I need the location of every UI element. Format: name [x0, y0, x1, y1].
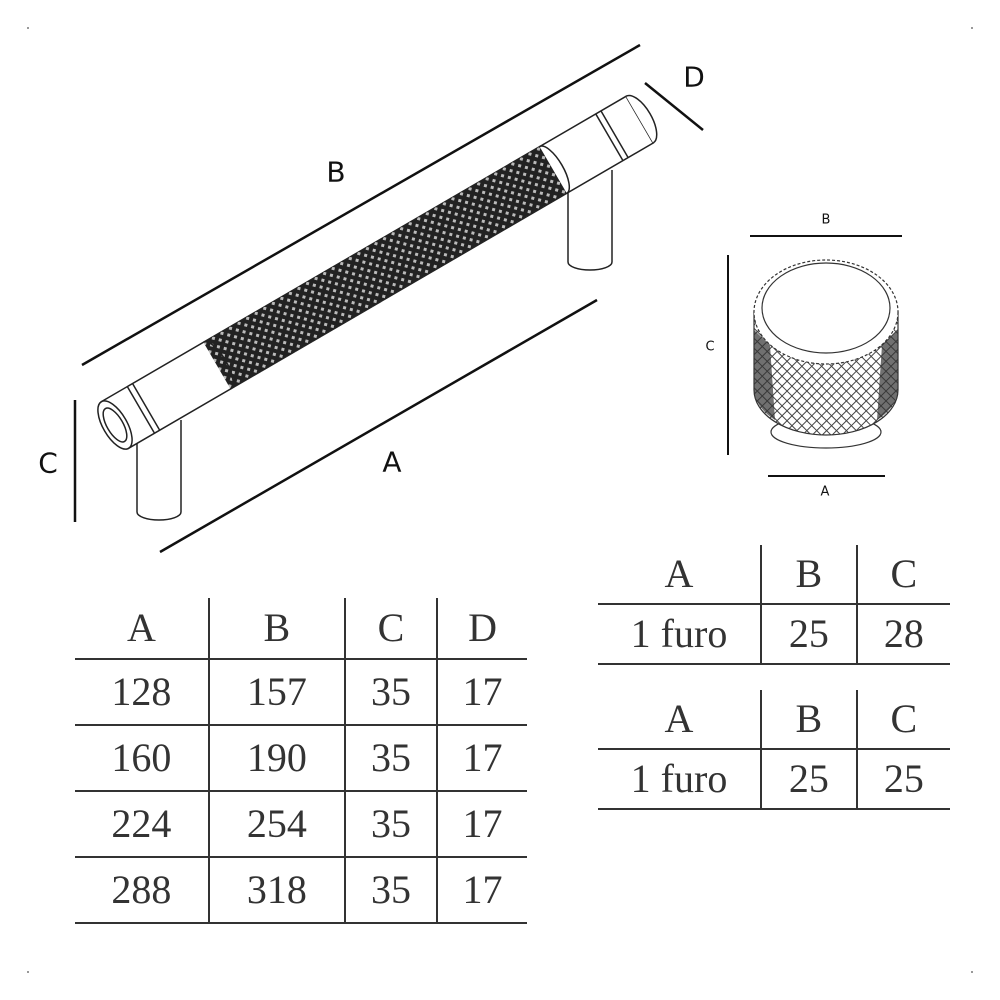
table-header-row: A B C [598, 545, 950, 605]
cell: 160 [75, 725, 209, 792]
header-cell: C [855, 690, 950, 750]
corner-mark [971, 27, 973, 29]
table-header-row: A B C D [75, 598, 527, 660]
dimension-line-b [81, 43, 641, 367]
corner-mark [971, 971, 973, 973]
table-row: 128 157 35 17 [75, 659, 527, 726]
handle-leg-right [567, 170, 613, 271]
header-cell: D [436, 598, 527, 660]
dimension-line-d [644, 82, 704, 131]
cell: 1 furo [598, 749, 761, 810]
table-row: 1 furo 25 28 [598, 604, 950, 665]
cell: 25 [760, 749, 857, 810]
cell: 25 [760, 604, 857, 665]
label-d: D [683, 60, 705, 94]
knob-table-25: A B C 1 furo 25 25 [598, 690, 950, 810]
header-cell: B [760, 690, 857, 750]
knob-label-c: C [705, 339, 715, 355]
table-row: 288 318 35 17 [75, 857, 527, 924]
cell: 190 [207, 725, 345, 792]
label-c: C [38, 446, 58, 480]
cell: 17 [436, 725, 527, 792]
cell: 35 [343, 659, 438, 726]
cell: 35 [343, 791, 438, 858]
cell: 157 [207, 659, 345, 726]
handle-leg-left [136, 420, 182, 521]
corner-mark [27, 971, 29, 973]
header-cell: B [207, 598, 345, 660]
table-row: 160 190 35 17 [75, 725, 527, 792]
label-b: B [326, 155, 346, 189]
cell: 25 [855, 749, 950, 810]
cell: 224 [75, 791, 209, 858]
header-cell: C [343, 598, 438, 660]
table-header-row: A B C [598, 690, 950, 750]
cell: 1 furo [598, 604, 761, 665]
cell: 254 [207, 791, 345, 858]
cell: 17 [436, 791, 527, 858]
label-a: A [382, 445, 402, 479]
cell: 128 [75, 659, 209, 726]
knob-drawing [727, 235, 902, 477]
handle-dimensions-table: A B C D 128 157 35 17 160 190 35 17 224 … [75, 598, 527, 924]
header-cell: A [598, 545, 761, 605]
corner-mark [27, 27, 29, 29]
cell: 35 [343, 725, 438, 792]
knob-label-a: A [820, 484, 830, 500]
header-cell: A [75, 598, 209, 660]
cell: 288 [75, 857, 209, 924]
knob-label-b: B [821, 212, 831, 228]
knob-table-28: A B C 1 furo 25 28 [598, 545, 950, 665]
cell: 28 [855, 604, 950, 665]
cell: 17 [436, 857, 527, 924]
cell: 35 [343, 857, 438, 924]
handle-bar [97, 94, 658, 450]
header-cell: C [855, 545, 950, 605]
header-cell: A [598, 690, 761, 750]
cell: 318 [207, 857, 345, 924]
header-cell: B [760, 545, 857, 605]
dimension-line-a [159, 298, 598, 554]
table-row: 224 254 35 17 [75, 791, 527, 858]
table-row: 1 furo 25 25 [598, 749, 950, 810]
cell: 17 [436, 659, 527, 726]
